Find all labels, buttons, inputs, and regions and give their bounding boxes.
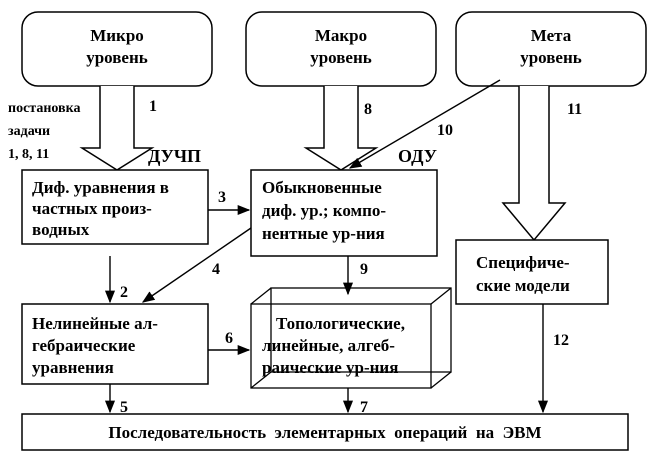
arrow-number-11: 11 — [567, 101, 583, 118]
arrow-number-7: 7 — [360, 399, 368, 416]
arrow-number-5: 5 — [120, 399, 128, 416]
arrow-8-hollow — [303, 86, 379, 171]
arrow-number-10: 10 — [437, 122, 453, 139]
nonlin-line-1: Нелинейные ал- — [32, 314, 158, 333]
arrow-number-4: 4 — [212, 261, 220, 278]
ode-line-1: Обыкновенные — [262, 178, 382, 197]
arrow-4 — [141, 227, 252, 303]
arrow-number-2: 2 — [120, 284, 128, 301]
macro-level-subtitle: уровень — [310, 48, 372, 67]
micro-level-subtitle: уровень — [86, 48, 148, 67]
task-setting-line-1: постановка — [8, 101, 81, 116]
arrow-number-12: 12 — [553, 332, 569, 349]
topo-line-3: раические ур-ния — [262, 358, 399, 377]
pde-line-1: Диф. уравнения в — [32, 178, 169, 197]
meta-level-title: Мета — [530, 26, 572, 45]
topo-box — [250, 287, 452, 389]
arrow-number-3: 3 — [218, 189, 226, 206]
ode-box — [250, 169, 438, 257]
ode-line-3: нентные ур-ния — [262, 224, 385, 243]
spec-line-1: Специфиче- — [476, 253, 570, 272]
arrow-number-6: 6 — [225, 330, 233, 347]
task-setting-line-3: 1, 8, 11 — [8, 147, 50, 162]
micro-level-title: Микро — [90, 26, 144, 45]
seq-label: Последовательность элементарных операций… — [108, 423, 542, 442]
arrow-number-8: 8 — [364, 101, 372, 118]
topo-line-2: линейные, алгеб- — [262, 336, 395, 355]
nonlin-line-3: уравнения — [32, 358, 114, 377]
spec-line-2: ские модели — [476, 276, 570, 295]
arrow-11-hollow — [501, 86, 567, 242]
arrow-10 — [348, 79, 501, 169]
meta-level-subtitle: уровень — [520, 48, 582, 67]
macro-level-title: Макро — [314, 26, 368, 45]
spec-box — [455, 239, 609, 305]
pde-line-3: водных — [32, 220, 90, 239]
ode-line-2: диф. ур.; компо- — [262, 201, 387, 220]
arrow-number-1: 1 — [149, 98, 157, 115]
pde-box — [21, 169, 209, 245]
nonlin-box — [21, 303, 209, 385]
task-setting-line-2: задачи — [8, 124, 51, 139]
duchp-label: ДУЧП — [148, 146, 202, 166]
topo-line-1: Топологические, — [276, 314, 405, 333]
pde-line-2: частных произ- — [32, 199, 152, 218]
meta-level-box — [455, 11, 647, 87]
arrow-number-9: 9 — [360, 261, 368, 278]
arrow-1-hollow — [79, 86, 155, 171]
seq-box — [21, 413, 629, 451]
nonlin-line-2: гебраические — [32, 336, 136, 355]
odu-label: ОДУ — [398, 146, 437, 166]
